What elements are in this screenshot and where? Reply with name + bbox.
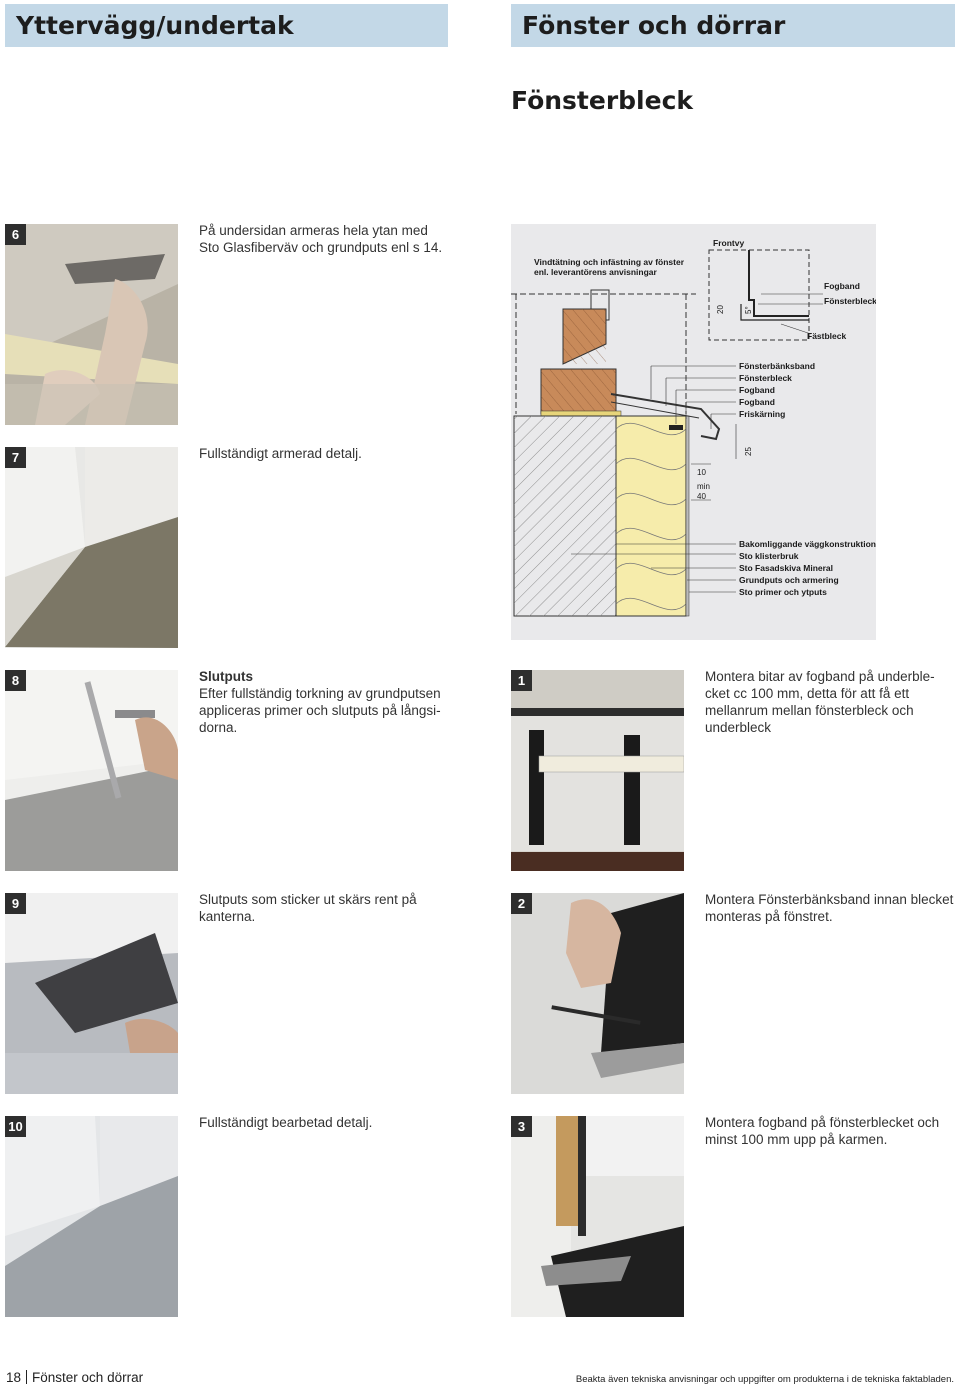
step-2-photo: 2 <box>511 893 684 1094</box>
footer-left: 18 Fönster och dörrar <box>6 1370 143 1385</box>
step-8-description: Efter fullständig torkning av grundputse… <box>199 686 441 735</box>
diagram-note-line-1: Vindtätning och infästning av fönster <box>534 257 685 267</box>
fogband-frame-image <box>511 1116 684 1317</box>
footer-note: Beakta även tekniska anvisningar och upp… <box>575 1374 954 1385</box>
step-3-text: Montera fogband på fönsterblecket och mi… <box>705 1114 955 1148</box>
window-sill-diagram: Vindtätning och infästning av fönster en… <box>511 224 876 640</box>
step-9-text: Slutputs som sticker ut skärs rent på ka… <box>199 891 449 925</box>
step-3-photo: 3 <box>511 1116 684 1317</box>
wall-label-primer-finish: Sto primer och ytputs <box>739 587 827 597</box>
step-6-text: På undersidan armeras hela ytan med Sto … <box>199 222 449 256</box>
dimension-min: min <box>697 482 710 491</box>
step-1-description: Montera bitar av fogband på underble-cke… <box>705 669 935 735</box>
wall-label-mineral-board: Sto Fasadskiva Mineral <box>739 563 833 573</box>
finished-detail-image <box>5 1116 178 1317</box>
frontvy-label-fastbleck: Fästbleck <box>807 331 846 341</box>
step-3-description: Montera fogband på fönsterblecket och mi… <box>705 1115 940 1147</box>
wall-label-backing: Bakomliggande väggkonstruktion <box>739 539 876 549</box>
sill-label-friskarning: Friskärning <box>739 409 785 419</box>
footer-separator <box>26 1370 28 1384</box>
section-title: Fönsterbleck <box>511 86 694 115</box>
dimension-40: 40 <box>697 492 706 501</box>
sill-label-fogband-1: Fogband <box>739 385 775 395</box>
reinforced-corner-image <box>5 447 178 648</box>
frontvy-label-fonsterbleck: Fönsterbleck <box>824 296 876 306</box>
step-6-badge: 6 <box>5 224 26 245</box>
step-7-description: Fullständigt armerad detalj. <box>199 446 362 461</box>
step-9-photo: 9 <box>5 893 178 1094</box>
step-1-badge: 1 <box>511 670 532 691</box>
sill-label-fonsterbleck: Fönsterbleck <box>739 373 792 383</box>
sill-band-image <box>511 893 684 1094</box>
step-1-photo: 1 <box>511 670 684 871</box>
ceiling-trowel-image <box>5 224 178 425</box>
step-7-badge: 7 <box>5 447 26 468</box>
step-3-badge: 3 <box>511 1116 532 1137</box>
step-10-text: Fullständigt bearbetad detalj. <box>199 1114 449 1131</box>
step-2-badge: 2 <box>511 893 532 914</box>
step-8-title: Slutputs <box>199 669 253 684</box>
wall-label-adhesive: Sto klisterbruk <box>739 551 799 561</box>
step-7-text: Fullständigt armerad detalj. <box>199 445 449 462</box>
dimension-10: 10 <box>697 468 706 477</box>
step-1-text: Montera bitar av fogband på underble-cke… <box>705 668 955 736</box>
dimension-20: 20 <box>716 305 725 314</box>
step-9-description: Slutputs som sticker ut skärs rent på ka… <box>199 892 417 924</box>
step-6-photo: 6 <box>5 224 178 425</box>
step-10-photo: 10 <box>5 1116 178 1317</box>
header-right: Fönster och dörrar <box>511 4 955 47</box>
trimming-edges-image <box>5 893 178 1094</box>
step-8-badge: 8 <box>5 670 26 691</box>
diagram-note-line-2: enl. leverantörens anvisningar <box>534 267 658 277</box>
header-left: Yttervägg/undertak <box>5 4 448 47</box>
dimension-5-degrees: 5° <box>744 306 753 314</box>
frontvy-label-fogband: Fogband <box>824 281 860 291</box>
wall-label-base-coat: Grundputs och armering <box>739 575 839 585</box>
frontvy-label: Frontvy <box>713 238 744 248</box>
page-number: 18 <box>6 1370 22 1385</box>
step-10-badge: 10 <box>5 1116 26 1137</box>
step-8-text: Slutputs Efter fullständig torkning av g… <box>199 668 449 736</box>
final-plaster-image <box>5 670 178 871</box>
dimension-25: 25 <box>744 447 753 456</box>
footer-section: Fönster och dörrar <box>32 1370 144 1385</box>
step-10-description: Fullständigt bearbetad detalj. <box>199 1115 373 1130</box>
step-2-text: Montera Fönsterbänksband innan blecket m… <box>705 891 955 925</box>
sill-label-fonsterbanksband: Fönsterbänksband <box>739 361 815 371</box>
step-8-photo: 8 <box>5 670 178 871</box>
sill-section-drawing: Vindtätning och infästning av fönster en… <box>511 224 876 640</box>
step-7-photo: 7 <box>5 447 178 648</box>
step-2-description: Montera Fönsterbänksband innan blecket m… <box>705 892 954 924</box>
step-9-badge: 9 <box>5 893 26 914</box>
sill-label-fogband-2: Fogband <box>739 397 775 407</box>
step-6-description: På undersidan armeras hela ytan med Sto … <box>199 223 443 255</box>
fogband-strips-image <box>511 670 684 871</box>
